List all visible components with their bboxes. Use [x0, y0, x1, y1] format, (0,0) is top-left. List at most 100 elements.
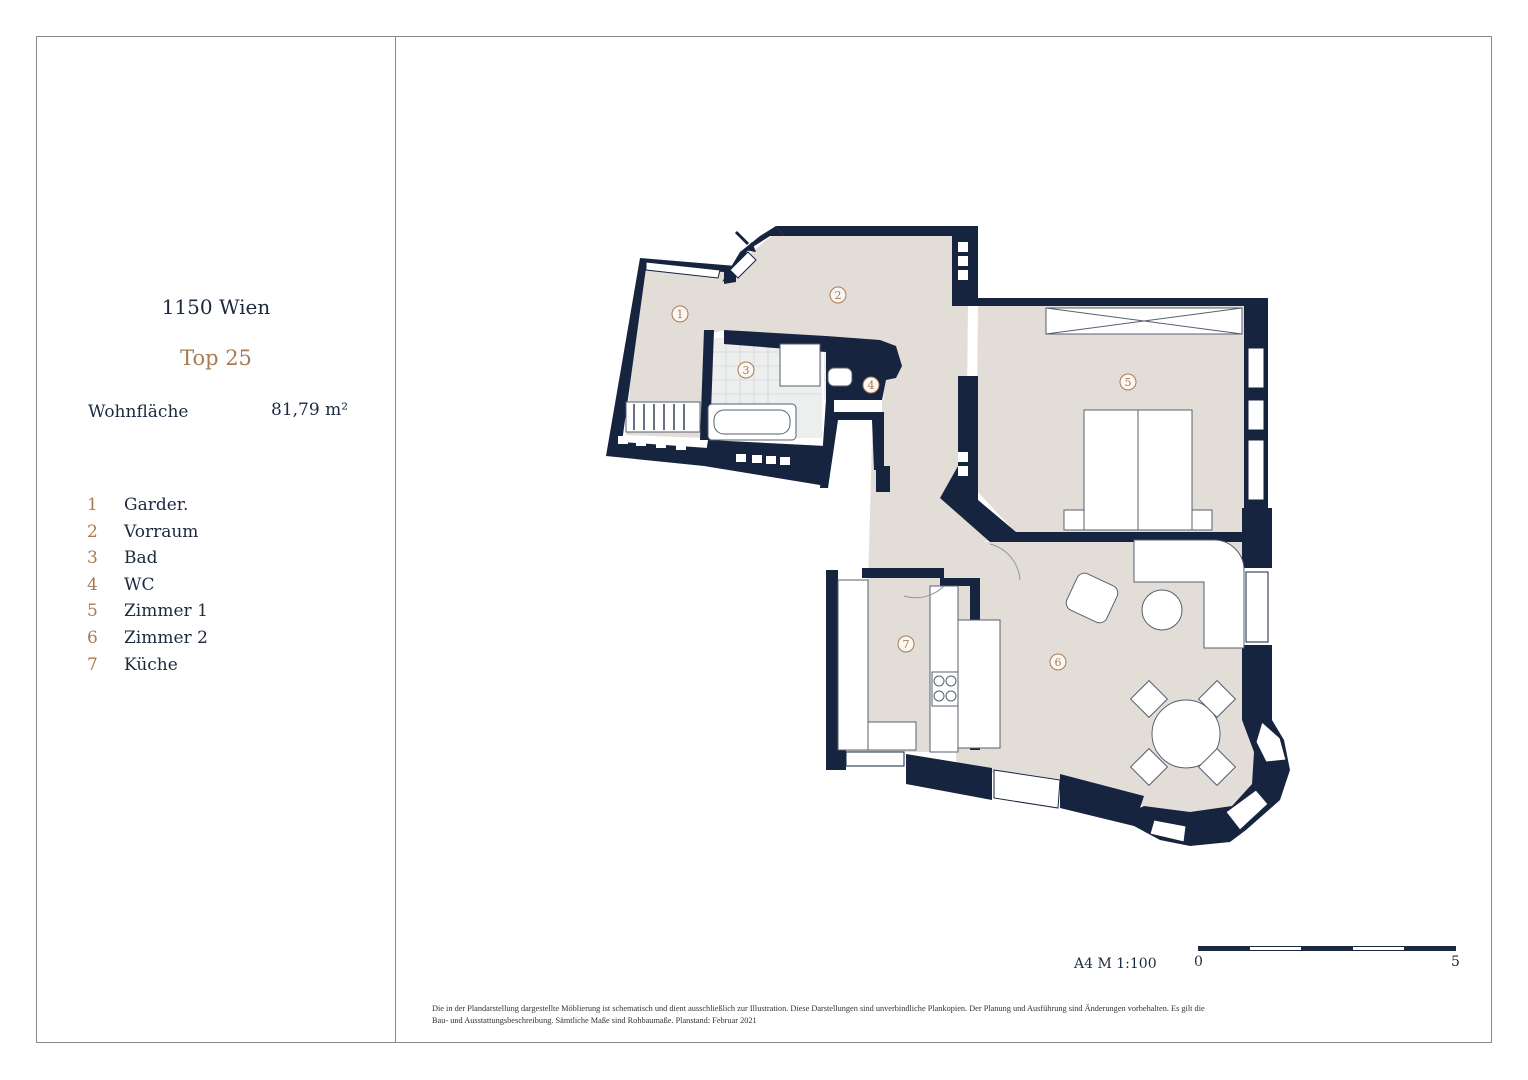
info-panel: 1150 Wien Top 25 Wohnfläche 81,79 m² 1 Ga… — [37, 37, 395, 1042]
scale-bar — [1198, 946, 1456, 951]
floor-garderobe — [626, 264, 724, 438]
furniture — [625, 307, 1245, 787]
window — [729, 251, 757, 279]
legend-item: 7 Küche — [87, 655, 208, 682]
scale-end: 5 — [1451, 954, 1460, 970]
living-area-label: Wohnfläche — [88, 402, 189, 422]
wall-bottom-right — [1060, 774, 1144, 826]
wall-kueche-top — [862, 568, 944, 578]
wall-bottom-mid — [906, 754, 992, 800]
sink-icon — [867, 721, 917, 751]
chair-icon — [1129, 747, 1169, 787]
location-title: 1150 Wien — [161, 295, 271, 319]
room-marker — [671, 305, 689, 323]
room-markers — [671, 286, 1137, 671]
armchair-icon — [1065, 572, 1119, 624]
room-marker — [737, 361, 755, 379]
wall-entry-jamb — [722, 226, 784, 282]
window — [1247, 347, 1265, 389]
window — [1247, 439, 1265, 501]
wall-kueche-top-r — [940, 578, 980, 586]
legend-room-name: Küche — [124, 654, 178, 675]
scale-start: 0 — [1194, 954, 1203, 970]
wall-kueche-left — [826, 570, 838, 755]
disclaimer-text: Die in der Plandarstellung dargestellte … — [432, 1004, 1205, 1025]
legend-number: 1 — [87, 495, 98, 515]
legend-room-name: WC — [124, 574, 155, 595]
scale-label: A4 M 1:100 — [1074, 956, 1157, 972]
legend-number: 4 — [87, 574, 98, 595]
wall-kitchen-entry — [820, 400, 884, 488]
unit-number: Top 25 — [180, 346, 252, 370]
window — [993, 769, 1061, 809]
room-marker-label: 6 — [1055, 656, 1062, 669]
legend-number: 2 — [87, 521, 98, 542]
legend-room-name: Bad — [124, 548, 158, 569]
room-marker — [829, 286, 847, 304]
door-swing — [903, 585, 945, 599]
room-marker-labels: 1 2 3 4 5 6 7 — [677, 289, 1132, 669]
toilet-icon — [827, 367, 853, 387]
wall-top-entry — [776, 226, 978, 306]
window — [1255, 721, 1287, 763]
page-frame — [36, 36, 1492, 1043]
wall-bath-bottom — [704, 440, 826, 486]
counter-icon — [837, 579, 869, 751]
legend-item: 2 Vorraum — [87, 522, 208, 549]
wall-garderobe — [606, 258, 736, 466]
legend-item: 3 Bad — [87, 548, 208, 575]
shower-icon — [779, 343, 821, 387]
wall-partition-mid — [990, 532, 1244, 542]
legend-room-name: Zimmer 2 — [124, 627, 208, 648]
dining-table-icon — [1151, 699, 1221, 769]
window — [1247, 399, 1265, 431]
legend-number: 3 — [87, 548, 98, 569]
floor-plan: 1 2 3 4 5 6 7 — [606, 226, 1290, 846]
window — [1245, 571, 1269, 643]
room-marker — [862, 376, 880, 394]
counter-icon — [929, 585, 959, 753]
wall-right-mid — [1242, 508, 1272, 568]
window — [845, 751, 905, 767]
living-area-value: 81,79 m² — [271, 400, 349, 420]
room-marker-label: 4 — [868, 379, 875, 392]
window — [645, 261, 721, 279]
window — [1225, 789, 1269, 831]
room-marker-label: 3 — [743, 364, 750, 377]
room-marker-label: 2 — [835, 289, 842, 302]
nightstand-icon — [1191, 509, 1213, 531]
room-marker — [1049, 653, 1067, 671]
wall-zimmer1-left — [940, 376, 1020, 542]
chair-icon — [1129, 679, 1169, 719]
floor-vorraum — [724, 232, 990, 585]
windows — [645, 251, 1287, 843]
sideboard-icon — [957, 619, 1001, 749]
window — [1149, 819, 1187, 843]
room-marker-label: 1 — [677, 308, 684, 321]
legend-item: 1 Garder. — [87, 495, 208, 522]
wall-top-right — [978, 298, 1268, 340]
wall-kitchen-side — [876, 466, 890, 492]
legend-number: 7 — [87, 654, 98, 675]
door-swing — [989, 543, 1021, 581]
legend-item: 4 WC — [87, 575, 208, 602]
room-marker — [1119, 373, 1137, 391]
room-marker-label: 5 — [1125, 376, 1132, 389]
chair-icon — [1197, 679, 1237, 719]
nightstand-icon — [1063, 509, 1085, 531]
panel-divider — [395, 36, 396, 1043]
side-table-icon — [1141, 589, 1183, 631]
shafts — [618, 242, 968, 476]
room-marker-label: 7 — [903, 638, 910, 651]
legend-room-name: Vorraum — [124, 521, 199, 542]
doors — [903, 543, 1021, 599]
legend-number: 6 — [87, 627, 98, 648]
chair-icon — [1197, 747, 1237, 787]
entry-arrow — [734, 230, 756, 252]
legend-number: 5 — [87, 601, 98, 622]
room-marker — [897, 635, 915, 653]
legend-room-name: Garder. — [124, 495, 189, 515]
wardrobe-icon — [625, 401, 701, 433]
